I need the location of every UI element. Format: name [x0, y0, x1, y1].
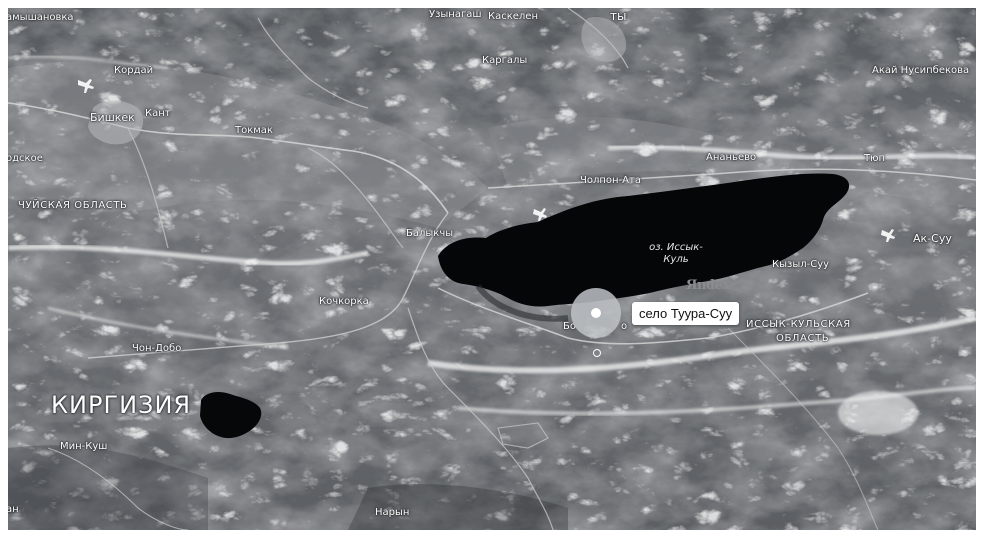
place-label-ak-suu[interactable]: Ак-Суу	[913, 232, 952, 245]
place-label-naryn[interactable]: Нарын	[375, 507, 410, 518]
airplane-icon	[533, 208, 547, 221]
lake-label-line1: оз. Иссык-	[649, 242, 703, 253]
place-label-tyup[interactable]: Тюп	[864, 153, 886, 164]
place-label-kant[interactable]: Кант	[145, 108, 171, 119]
yandex-watermark: Яndex	[686, 278, 730, 293]
place-label-tokmak[interactable]: Токмак	[235, 125, 273, 136]
place-label-fragment-bo[interactable]: Бо	[563, 321, 576, 332]
place-label-kordai[interactable]: Кордай	[114, 65, 154, 76]
place-label-kaskelen[interactable]: Каскелен	[488, 11, 538, 22]
lake-label: оз. Иссык- Куль	[644, 243, 708, 265]
place-label-min-kush[interactable]: Мин-Куш	[60, 441, 108, 452]
region-label-chuy: ЧУЙСКАЯ ОБЛАСТЬ	[18, 200, 128, 211]
place-label-fragment-an[interactable]: ан	[8, 504, 19, 515]
place-label-kochkorka[interactable]: Кочкорка	[319, 296, 369, 307]
place-label-cholpon-ata[interactable]: Чолпон-Ата	[580, 175, 641, 186]
satellite-terrain	[8, 8, 976, 530]
place-label-akai-nusipbekova[interactable]: Акай Нусипбекова	[872, 65, 970, 76]
map-viewport[interactable]: амышановка Кордай Бишкек Кант Токмак одс…	[8, 8, 976, 530]
place-label-podskoe[interactable]: одское	[8, 153, 43, 164]
place-label-shamshanovka[interactable]: амышановка	[8, 12, 74, 23]
place-label-fragment-o[interactable]: о	[621, 321, 628, 332]
airplane-icon	[881, 229, 895, 242]
place-label-ty[interactable]: ты	[610, 9, 627, 23]
location-pin-icon[interactable]	[593, 349, 601, 357]
location-marker-icon[interactable]	[591, 308, 601, 318]
airplane-icon	[78, 79, 94, 93]
location-tooltip[interactable]: село Туура-Суу	[632, 302, 740, 325]
place-label-balykchy[interactable]: Балыкчы	[406, 228, 454, 239]
country-label: КИРГИЗИЯ	[51, 391, 192, 419]
place-label-kargaly[interactable]: Каргалы	[482, 55, 528, 66]
region-label-issyk-kul-line1: ИССЫК-КУЛЬСКАЯ	[746, 319, 851, 330]
region-label-issyk-kul-line2: ОБЛАСТЬ	[776, 333, 830, 344]
place-label-kyzyl-suu[interactable]: Кызыл-Суу	[772, 259, 830, 270]
place-label-ananyevo[interactable]: Ананьево	[706, 152, 757, 163]
place-label-bishkek[interactable]: Бишкек	[90, 111, 135, 124]
place-label-uzynagash[interactable]: Узынагаш	[429, 9, 482, 20]
lake-label-line2: Куль	[663, 254, 689, 265]
place-label-chon-dobo[interactable]: Чон-Добо	[132, 343, 182, 354]
